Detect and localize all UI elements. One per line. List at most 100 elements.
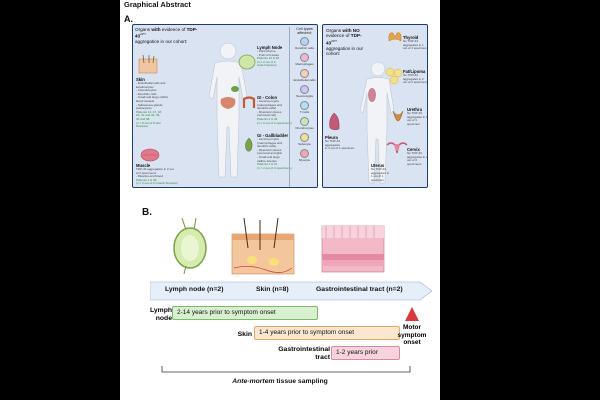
organ-urethra-name: Urethra [407,107,422,112]
row-label-line: Gastrointestinal [278,346,330,353]
panel-a-letter: A. [124,14,133,24]
detail-line: in 1 out of 1 specimen [325,146,355,151]
organ-urethra: Urethra No TDP-43 aggregates in 1 out of… [407,107,429,126]
detail-line: out of 1 [407,118,418,123]
detail-line: - Small and large calibre [136,95,169,100]
page-title: Graphical Abstract [124,0,191,9]
detail-line: - Sebaceous glands [136,102,163,107]
detail-line: - Lamina propria [257,137,279,141]
organ-thyroid: Thyroid No TDP-43 aggregates in 1 out of… [403,35,429,51]
detail-line: - Endothelial cells and [136,81,166,85]
arrow-label-skin: Skin (n=8) [256,286,289,293]
organ-lymph-node-name: Lymph Node [257,45,283,50]
detail-line: Patients 1 & 39 [136,177,157,182]
human-body-figure [208,42,248,178]
gallbladder-icon [245,137,253,152]
arrow-label-gi: Gastrointestinal tract (n=2) [316,286,403,293]
detail-line: No TDP-43 aggregates [325,139,341,147]
cell-type-icon [300,117,309,126]
cell-type-item: Macrophages [290,53,319,66]
detail-line: out of 2 [407,158,418,163]
organ-uterus-details: No TDP-43 aggregates in 1 out of 1 speci… [371,167,393,182]
skin-illustration [231,218,295,275]
row-label-skin: Skin [216,331,252,338]
detail-line: out of 1 specimen [403,46,427,51]
detail-line: out of 2 specimens [403,80,429,85]
detail-line: - Trab rich areas [257,52,279,57]
detail-line: Patients 14, 17, 18, [136,109,162,114]
organ-urethra-details: No TDP-43 aggregates in 1 out of 1 speci… [407,111,429,126]
muscle-icon [140,148,160,162]
organ-lymph-node: Lymph Node - Parenchyme - Trab rich area… [257,45,287,68]
detail-line: Patients 1 & 32 [257,116,278,121]
organ-uterus-name: Uterus [371,163,385,168]
organ-thyroid-name: Thyroid [403,35,419,40]
row-label-line: node [155,315,172,322]
organ-skin: Skin - Endothelial cells and keratinocyt… [136,77,178,129]
organs-without-title-pre: Organs [326,28,343,33]
detail-line: TDP-43 aggregation in 2 out [136,167,174,171]
fat-lipoma-icon [385,67,403,85]
cell-type-label: Neurons/glia [296,94,313,98]
cell-type-icon [300,37,309,46]
panel-b-letter: B. [142,207,152,218]
organs-without-title-bold: with NO [342,28,360,33]
cell-type-item: Dendritic cells [290,37,319,50]
detail-line: 1 out of 1 [371,174,384,179]
detail-line: - Parenchyme [257,49,276,53]
cell-type-icon [300,133,309,142]
detail-line: keratinocytes [136,84,154,89]
organs-without-title-tdp: TDP-43 [326,33,362,46]
organ-gi-colon: GI - Colon - Lamina propria (macrophages… [257,95,293,125]
detail-line: 35 and 38 [136,116,150,121]
colon-icon [242,96,256,108]
detail-line: - Small and large [257,154,280,159]
detail-line: dendritic cells) [257,144,277,149]
organ-skin-name: Skin [136,77,145,82]
detail-line: node biopsies) [257,63,277,68]
sampling-caption: Ante-mortem tissue sampling [120,378,440,385]
onset-marker-triangle [405,307,419,321]
detail-line: calibre arteries [257,158,277,163]
cell-type-icon [300,53,309,62]
organ-pleura-details: No TDP-43 aggregates in 1 out of 1 speci… [325,139,355,151]
cell-type-label: Macrophages [295,62,314,66]
detail-line: (n = 2 out of 3 specimens) [257,165,292,170]
detail-line: (neuronal and glial [257,151,282,156]
cell-type-item: Sebocyte [290,133,319,146]
detail-line: aggregates in [371,170,390,175]
detail-line: blood vessels [136,98,155,103]
cell-type-item: Chondrocytes [290,117,319,130]
detail-line: No TDP-43 [407,111,422,115]
detail-line: No TDP-43 [403,39,418,43]
sampling-caption-italic: Ante-mortem [232,378,275,385]
detail-line: Patients 16 & 28 [257,56,280,61]
organs-with-title-mid: evidence of [160,27,187,32]
graphical-abstract-canvas: Graphical Abstract A. Organs with eviden… [120,0,440,400]
cell-type-label: Myocyte [298,158,311,162]
onset-label-line: Motor [402,324,422,331]
organ-fat-lipoma: Fat/Lipoma No TDP-43 aggregates in 2 out… [403,69,429,85]
urethra-icon [392,110,404,122]
organs-with-title-bold: with [151,27,161,32]
detail-line: (n = 2 out of 2 muscle biopsies) [136,181,178,186]
timeline-bar-lymph: 2-14 years prior to symptom onset [172,306,318,320]
detail-line: No TDP-43 aggregates in 2 [403,73,424,81]
organ-muscle-name: Muscle [136,163,151,168]
detail-line: aggregates in 1 [407,114,428,119]
detail-line: - Myenteric plexus [257,147,282,152]
detail-line: (neuronal cell) [257,113,277,118]
organ-fat-lipoma-details: No TDP-43 aggregates in 2 out of 2 speci… [403,73,429,85]
cell-type-label: T-Cells [299,110,310,114]
row-label-line: tract [315,354,330,361]
organ-lymph-node-details: - Parenchyme - Trab rich areas Patients … [257,49,287,68]
gi-tract-illustration [321,225,385,273]
detail-line: - Dendritic cells [136,91,157,96]
detail-line: Patients 1 & 31 [257,162,278,167]
onset-label-line: symptom [397,331,427,339]
detail-line: (macrophages and [257,102,283,107]
detail-line: aggregates in 2 [407,154,428,159]
